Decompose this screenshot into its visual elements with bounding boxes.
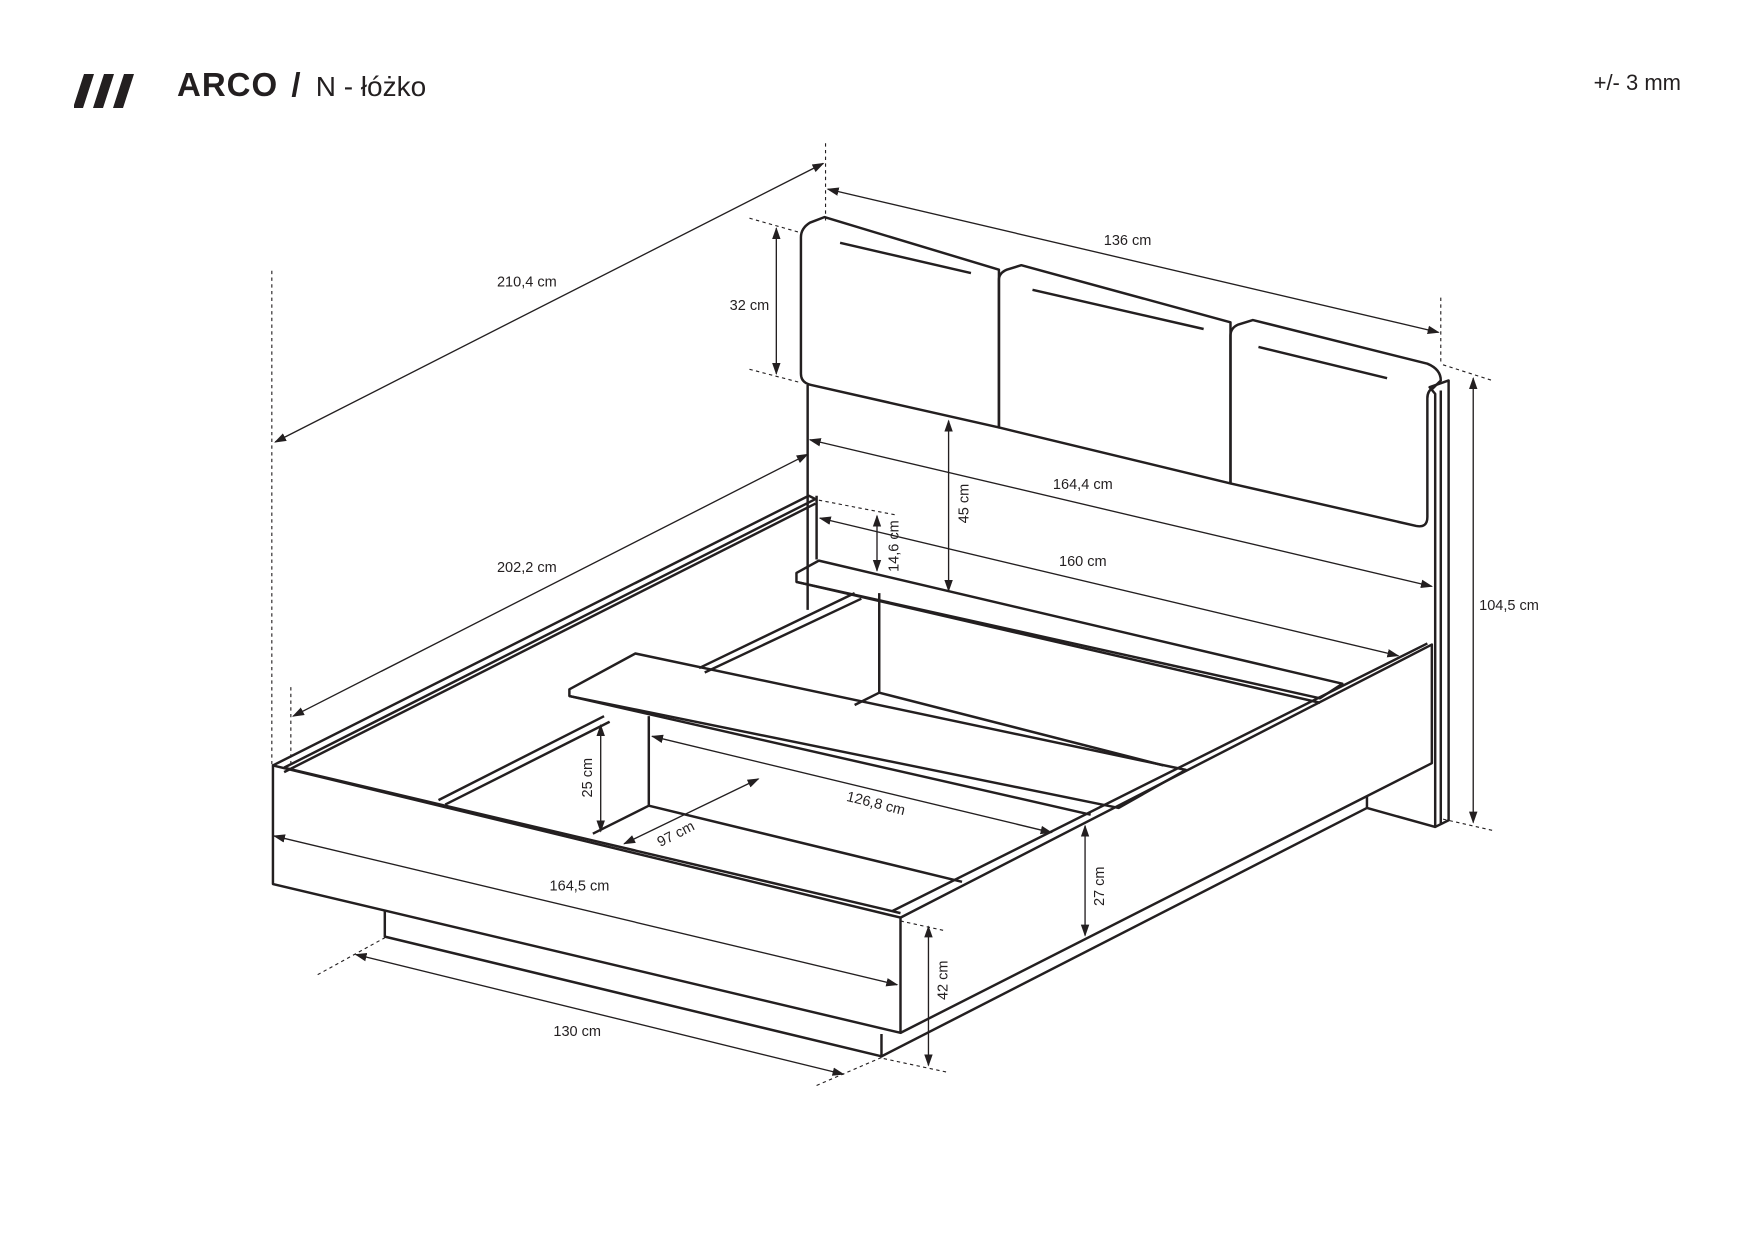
tolerance-note: +/- 3 mm: [1593, 70, 1681, 95]
extension-lines: [271, 143, 1493, 1086]
dim-side-rail-height: 25 cm: [580, 758, 596, 798]
dim-headboard-width: 136 cm: [1104, 233, 1152, 249]
headboard-cushion-middle: [997, 263, 1232, 485]
product-brand: ARCO: [177, 66, 279, 103]
dim-inner-width: 160 cm: [1059, 554, 1107, 570]
left-side-rail: [272, 494, 817, 769]
dim-headboard-panel-width: 164,4 cm: [1053, 477, 1113, 493]
title-separator: /: [291, 66, 301, 103]
dim-total-height: 104,5 cm: [1479, 598, 1539, 614]
dim-total-length: 210,4 cm: [497, 274, 557, 290]
document-header: ARCO / N - łóżko +/- 3 mm: [0, 0, 1754, 130]
headboard-cushion-right: [1229, 318, 1443, 528]
document-title: ARCO / N - łóżko: [177, 66, 426, 104]
footboard-front: [271, 764, 902, 1035]
dim-slat-span: 126,8 cm: [845, 789, 907, 819]
dimension-labels: 210,4 cm 136 cm 32 cm 202,2 cm 164,4 cm …: [497, 233, 1539, 1040]
dim-overall-height-foot: 42 cm: [935, 960, 951, 1000]
center-slat-top: [568, 652, 1187, 810]
dimension-arrows: [272, 162, 1478, 1076]
headboard-cushion-left: [799, 215, 1001, 429]
product-subtitle: N - łóżko: [315, 71, 427, 102]
triple-slash-logo-icon: [74, 74, 134, 108]
dim-frame-width: 164,5 cm: [550, 879, 610, 895]
dim-inner-depth: 97 cm: [655, 818, 698, 850]
dim-shelf-height: 14,6 cm: [886, 520, 902, 572]
dim-base-width: 130 cm: [553, 1024, 601, 1040]
dim-footboard-height: 27 cm: [1092, 866, 1108, 906]
base-plinth: [383, 909, 883, 1058]
dim-cushion-height: 32 cm: [730, 298, 770, 314]
dim-headboard-panel-height: 45 cm: [957, 484, 973, 524]
dim-frame-length: 202,2 cm: [497, 560, 557, 576]
right-side-rail: [899, 643, 1434, 1034]
